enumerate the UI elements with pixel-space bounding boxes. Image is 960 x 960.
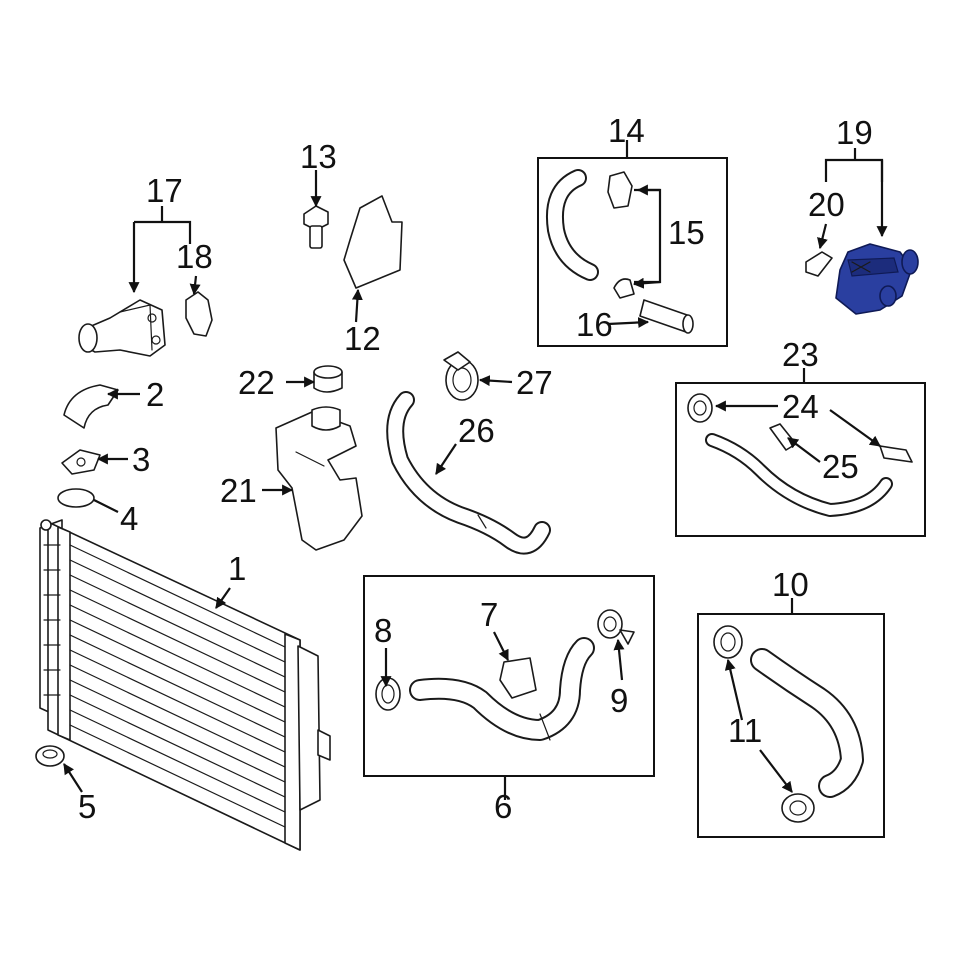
radiator[interactable] bbox=[39, 519, 331, 851]
bolt[interactable] bbox=[303, 205, 329, 249]
hose-6[interactable] bbox=[409, 637, 595, 741]
label-2: 2 bbox=[146, 376, 164, 413]
label-20: 20 bbox=[808, 186, 845, 223]
label-16: 16 bbox=[576, 306, 613, 343]
hose-26[interactable] bbox=[386, 391, 551, 555]
label-10: 10 bbox=[772, 566, 809, 603]
label-8: 8 bbox=[374, 612, 392, 649]
label-26: 26 bbox=[458, 412, 495, 449]
thermostat-gasket[interactable] bbox=[185, 291, 213, 337]
valve-gasket[interactable] bbox=[805, 251, 833, 277]
duct-part[interactable] bbox=[63, 384, 119, 429]
water-valve-highlighted[interactable] bbox=[835, 243, 919, 315]
sensor-24[interactable] bbox=[879, 445, 913, 463]
reservoir-cap[interactable] bbox=[313, 365, 343, 393]
label-19: 19 bbox=[836, 114, 873, 151]
label-11: 11 bbox=[728, 712, 762, 749]
label-6: 6 bbox=[494, 788, 512, 825]
hose-clamp-24[interactable] bbox=[687, 393, 713, 423]
connector-16[interactable] bbox=[639, 299, 694, 334]
bracket-25[interactable] bbox=[769, 423, 797, 451]
group-box-14 bbox=[537, 157, 728, 347]
clip-15-upper[interactable] bbox=[607, 171, 633, 209]
label-5: 5 bbox=[78, 788, 96, 825]
label-22: 22 bbox=[238, 364, 275, 401]
label-21: 21 bbox=[220, 472, 257, 509]
label-24: 24 bbox=[782, 388, 819, 425]
label-25: 25 bbox=[822, 448, 859, 485]
leader-lines bbox=[63, 140, 888, 800]
label-3: 3 bbox=[132, 441, 150, 478]
o-ring[interactable] bbox=[57, 488, 95, 508]
label-1: 1 bbox=[228, 550, 246, 587]
hose-clamp-27[interactable] bbox=[443, 351, 479, 401]
label-18: 18 bbox=[176, 238, 213, 275]
clamp-11-lower[interactable] bbox=[781, 793, 815, 823]
label-15: 15 bbox=[668, 214, 705, 251]
gasket-plate[interactable] bbox=[61, 449, 101, 475]
clamp-9[interactable] bbox=[597, 609, 635, 645]
label-4: 4 bbox=[120, 500, 138, 537]
hose-14[interactable] bbox=[546, 169, 599, 281]
label-12: 12 bbox=[344, 320, 381, 357]
hose-23[interactable] bbox=[705, 433, 893, 517]
group-box-23 bbox=[675, 382, 926, 537]
label-13: 13 bbox=[300, 138, 337, 175]
bracket[interactable] bbox=[343, 195, 403, 289]
bracket-7[interactable] bbox=[499, 657, 537, 699]
label-23: 23 bbox=[782, 336, 819, 373]
label-17: 17 bbox=[146, 172, 183, 209]
thermostat-housing[interactable] bbox=[78, 299, 166, 357]
label-14: 14 bbox=[608, 112, 645, 149]
coolant-reservoir[interactable] bbox=[275, 406, 363, 551]
clip-15-lower[interactable] bbox=[613, 278, 635, 299]
label-9: 9 bbox=[610, 682, 628, 719]
drain-cap[interactable] bbox=[35, 745, 65, 767]
group-box-6 bbox=[363, 575, 655, 777]
hose-10[interactable] bbox=[750, 648, 864, 798]
clamp-8[interactable] bbox=[375, 677, 401, 711]
clamp-11-upper[interactable] bbox=[713, 625, 743, 659]
label-7: 7 bbox=[480, 596, 498, 633]
part-number-labels: 1 2 3 4 5 6 7 8 9 10 11 12 13 14 15 16 1… bbox=[78, 112, 873, 825]
label-27: 27 bbox=[516, 364, 553, 401]
